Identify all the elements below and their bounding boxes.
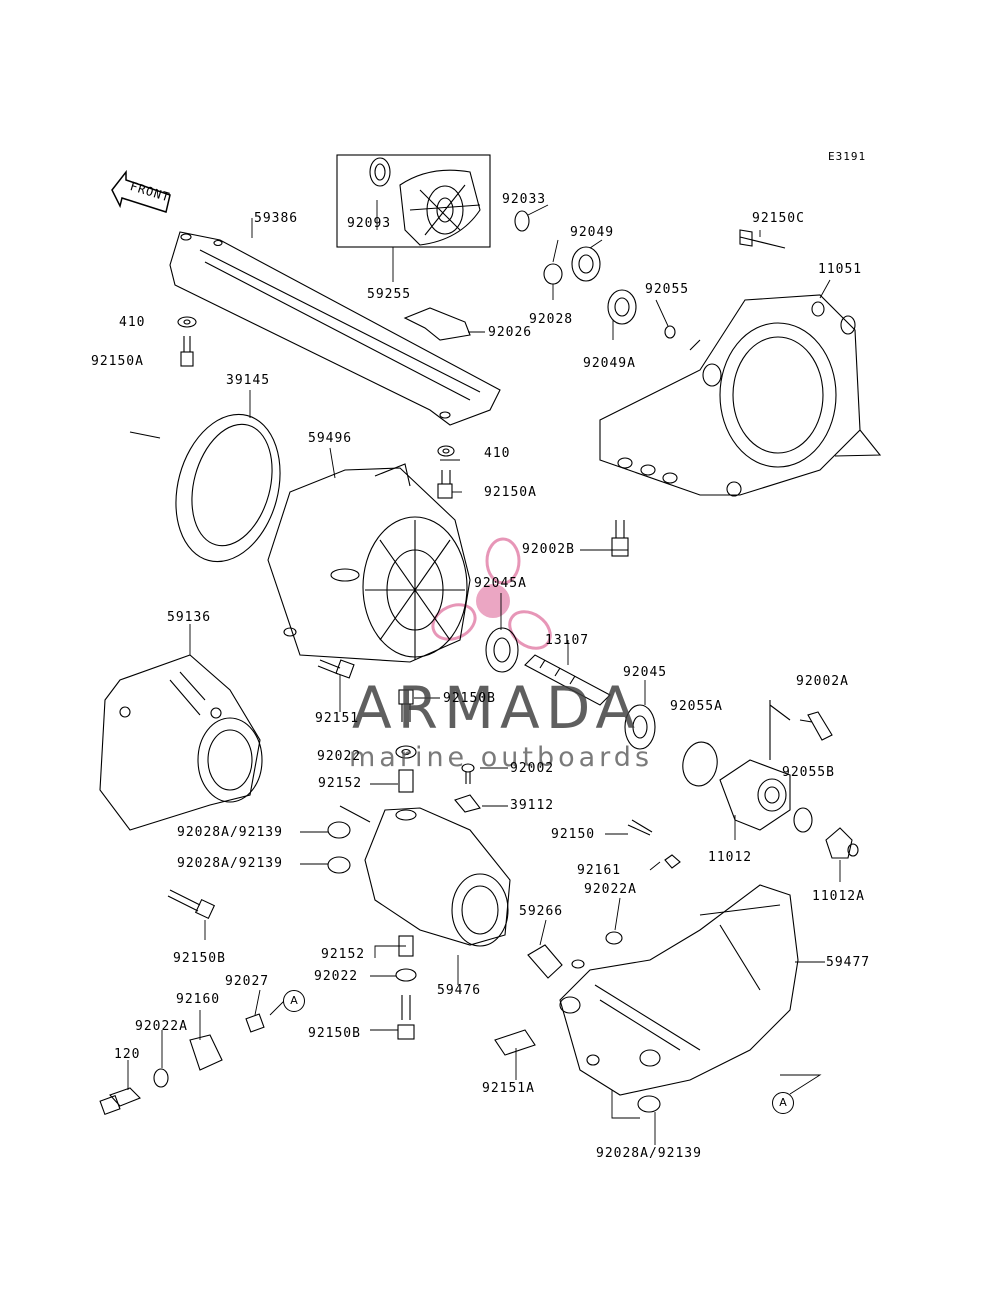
armada-logo-icon xyxy=(431,537,552,650)
part-label: 92026 xyxy=(488,325,533,340)
part-label: 92150B xyxy=(173,951,226,966)
part-label: 92152 xyxy=(321,947,366,962)
part-label: 92028A/92139 xyxy=(596,1146,702,1161)
callout-a-right: A xyxy=(772,1092,794,1114)
bolt-92002b xyxy=(437,445,629,557)
shaft-13107 xyxy=(485,627,656,750)
leader-lines xyxy=(127,200,841,1145)
diagram-code: E3191 xyxy=(828,150,867,163)
part-label: 92150A xyxy=(91,354,144,369)
part-label: 59386 xyxy=(254,211,299,226)
part-label: 92045 xyxy=(623,665,668,680)
callout-a-left: A xyxy=(283,990,305,1012)
part-label: 59266 xyxy=(519,904,564,919)
part-label: 92002 xyxy=(510,761,555,776)
part-label: 59136 xyxy=(167,610,212,625)
nozzle-59136 xyxy=(99,654,263,831)
part-label: 59477 xyxy=(826,955,871,970)
part-label: 11051 xyxy=(818,262,863,277)
impeller-inset xyxy=(336,154,491,248)
front-label: FRONT xyxy=(128,179,172,205)
watermark-title: ARMADA xyxy=(352,674,642,742)
part-label: 92151 xyxy=(315,711,360,726)
part-label: 92049 xyxy=(570,225,615,240)
part-label: 92002A xyxy=(796,674,849,689)
part-label: 92150 xyxy=(551,827,596,842)
center-stack xyxy=(395,689,481,813)
part-label: 39112 xyxy=(510,798,555,813)
part-label: 92033 xyxy=(502,192,547,207)
part-label: 92002B xyxy=(522,542,575,557)
part-label: 92022 xyxy=(314,969,359,984)
part-label: 92093 xyxy=(347,216,392,231)
part-label: 92151A xyxy=(482,1081,535,1096)
part-label: 39145 xyxy=(226,373,271,388)
part-label: 92049A xyxy=(583,356,636,371)
part-label: 92027 xyxy=(225,974,270,989)
front-arrow-icon xyxy=(111,169,171,213)
part-label: 92028 xyxy=(529,312,574,327)
part-label: 11012 xyxy=(708,850,753,865)
part-label: 92150B xyxy=(443,691,496,706)
housing-11051 xyxy=(599,229,882,497)
part-label: 59496 xyxy=(308,431,353,446)
part-label: 92150A xyxy=(484,485,537,500)
cap-11012a xyxy=(825,827,859,859)
bracket-59386 xyxy=(169,231,501,426)
seal-ring-39145 xyxy=(129,413,281,563)
part-label: 92150B xyxy=(308,1026,361,1041)
part-label: 410 xyxy=(119,315,146,330)
part-label: 11012A xyxy=(812,889,865,904)
part-label: 92055 xyxy=(645,282,690,297)
bolt-92151 xyxy=(317,659,355,679)
part-label: 59255 xyxy=(367,287,412,302)
reducer-59476 xyxy=(339,805,511,947)
part-label: 92055A xyxy=(670,699,723,714)
part-label: 92045A xyxy=(474,576,527,591)
part-label: 92055B xyxy=(782,765,835,780)
part-label: 410 xyxy=(484,446,511,461)
part-label: 92028A/92139 xyxy=(177,856,283,871)
nozzle-59477 xyxy=(494,819,799,1096)
bushes-92028a xyxy=(327,821,661,1113)
pump-case-59496 xyxy=(267,463,471,663)
bearings-group xyxy=(403,210,676,341)
bolt-92150a-left xyxy=(177,316,197,367)
part-label: 13107 xyxy=(545,633,590,648)
part-label: 92150C xyxy=(752,211,805,226)
part-label: 92022 xyxy=(317,749,362,764)
o-rings xyxy=(682,741,813,833)
part-label: 92160 xyxy=(176,992,221,1007)
part-label: 120 xyxy=(114,1047,141,1062)
part-label: 92022A xyxy=(135,1019,188,1034)
part-label: 92022A xyxy=(584,882,637,897)
lower-left-parts xyxy=(99,889,417,1116)
part-label: 92152 xyxy=(318,776,363,791)
part-label: 92028A/92139 xyxy=(177,825,283,840)
watermark-subtitle: marine outboards xyxy=(349,742,654,773)
part-label: 59476 xyxy=(437,983,482,998)
part-label: 92161 xyxy=(577,863,622,878)
